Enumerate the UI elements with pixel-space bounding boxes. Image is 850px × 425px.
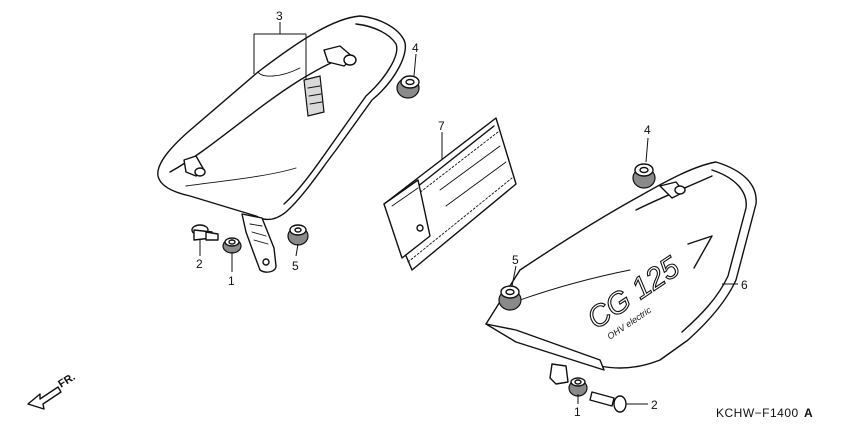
right-grommet-5	[498, 285, 522, 311]
right-grommet-4	[632, 163, 656, 189]
callout-2-left: 2	[196, 257, 203, 271]
document-bag	[383, 117, 517, 271]
left-grommet-5	[287, 224, 309, 246]
front-direction-indicator: FR.	[27, 371, 78, 410]
front-arrow-icon	[27, 386, 62, 410]
callout-5-right: 5	[512, 253, 519, 267]
left-side-cover	[157, 15, 406, 273]
callout-7: 7	[438, 119, 445, 133]
left-screw	[191, 224, 219, 241]
callout-labels: 3 4 7 2 1 5 4 5 6 1 2	[196, 9, 748, 419]
right-grommet-1	[568, 377, 588, 397]
callout-5-left: 5	[292, 259, 299, 273]
left-grommet-1	[222, 237, 242, 254]
front-label: FR.	[56, 371, 77, 391]
reference-code-text: KCHW−F1400	[716, 406, 799, 420]
callout-1-left: 1	[228, 274, 235, 288]
callout-lines	[199, 22, 738, 405]
callout-4-top: 4	[412, 41, 419, 55]
top-grommet-4	[396, 75, 420, 99]
callout-2-right: 2	[651, 398, 658, 412]
callout-1-right: 1	[574, 405, 581, 419]
right-side-cover: CG 125 OHV electric	[485, 161, 757, 385]
reference-code-suffix: A	[804, 406, 813, 420]
callout-6: 6	[741, 278, 748, 292]
reference-code: KCHW−F1400 A	[716, 406, 813, 420]
callout-4-right: 4	[644, 123, 651, 137]
callout-3: 3	[276, 9, 283, 23]
right-screw	[589, 391, 627, 413]
